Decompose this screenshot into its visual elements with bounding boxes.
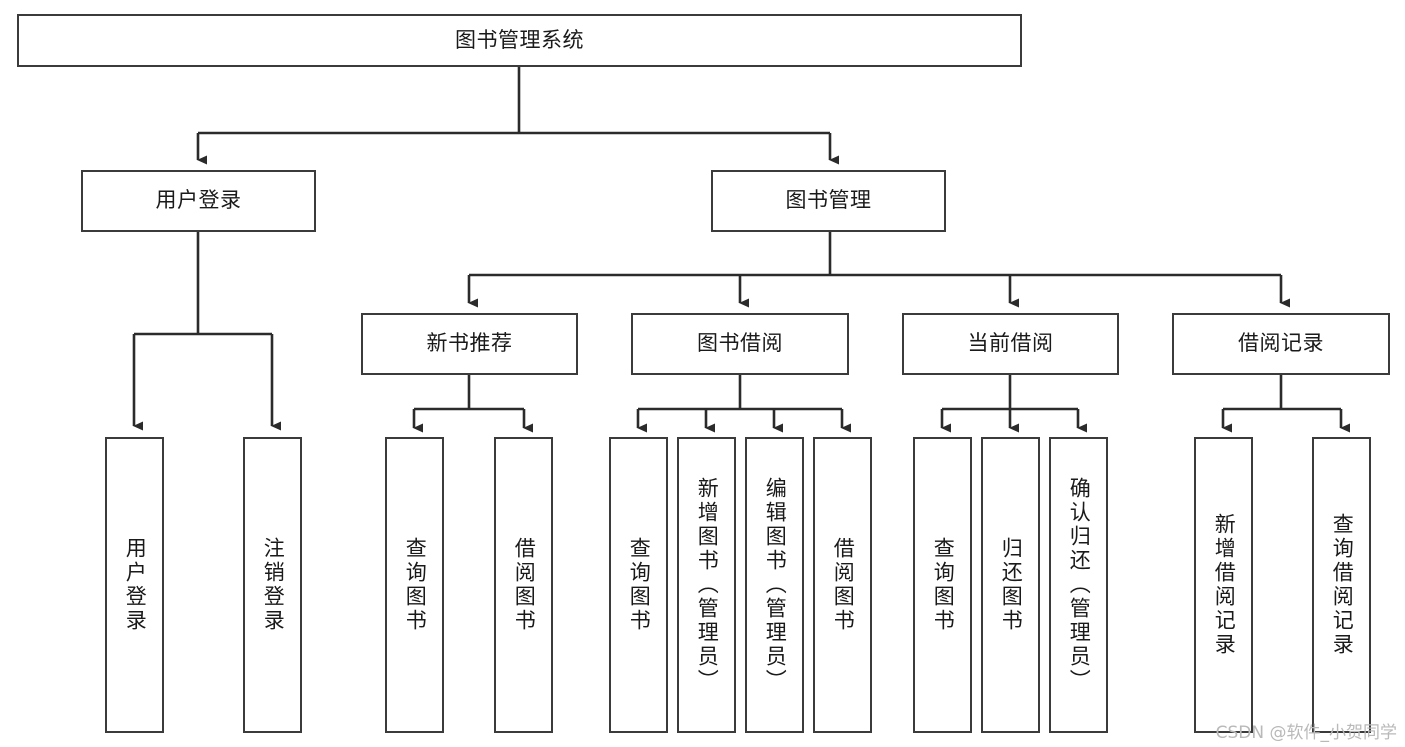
leaf-user-login-label: 用户登录 (123, 537, 148, 633)
leaf-user-login[interactable]: 用户登录 (105, 437, 164, 733)
leaf-confirm-return-admin[interactable]: 确认归还（管理员） (1049, 437, 1108, 733)
node-current-borrow-label: 当前借阅 (967, 331, 1054, 356)
node-current-borrow[interactable]: 当前借阅 (902, 313, 1119, 375)
node-borrow-record-label: 借阅记录 (1238, 331, 1324, 356)
leaf-logout-label: 注销登录 (261, 537, 286, 633)
leaf-query-book-recommend-label: 查询图书 (403, 537, 428, 633)
node-borrow-record[interactable]: 借阅记录 (1172, 313, 1390, 375)
node-book-management-label: 图书管理 (785, 188, 872, 213)
leaf-query-book-recommend[interactable]: 查询图书 (385, 437, 444, 733)
node-user-login-label: 用户登录 (155, 188, 242, 213)
node-root-label: 图书管理系统 (455, 27, 584, 52)
leaf-return-book-label: 归还图书 (999, 537, 1024, 633)
leaf-query-book-current[interactable]: 查询图书 (913, 437, 972, 733)
leaf-query-book-borrow-label: 查询图书 (627, 537, 652, 633)
leaf-add-borrow-record-label: 新增借阅记录 (1212, 513, 1237, 657)
node-new-book-recommend[interactable]: 新书推荐 (361, 313, 578, 375)
leaf-add-book-admin-label: 新增图书（管理员） (695, 477, 720, 693)
leaf-borrow-book[interactable]: 借阅图书 (813, 437, 872, 733)
node-book-borrow-label: 图书借阅 (697, 331, 783, 356)
leaf-return-book[interactable]: 归还图书 (981, 437, 1040, 733)
leaf-edit-book-admin-label: 编辑图书（管理员） (763, 477, 788, 693)
leaf-add-book-admin[interactable]: 新增图书（管理员） (677, 437, 736, 733)
watermark: CSDN @软件_小贺同学 (1215, 723, 1397, 743)
node-book-management[interactable]: 图书管理 (711, 170, 946, 232)
node-new-book-recommend-label: 新书推荐 (426, 331, 513, 356)
leaf-query-borrow-record-label: 查询借阅记录 (1330, 513, 1355, 657)
leaf-borrow-book-label: 借阅图书 (831, 537, 856, 633)
leaf-edit-book-admin[interactable]: 编辑图书（管理员） (745, 437, 804, 733)
leaf-query-book-current-label: 查询图书 (931, 537, 956, 633)
leaf-query-borrow-record[interactable]: 查询借阅记录 (1312, 437, 1371, 733)
leaf-logout[interactable]: 注销登录 (243, 437, 302, 733)
leaf-confirm-return-admin-label: 确认归还（管理员） (1067, 477, 1092, 693)
node-root[interactable]: 图书管理系统 (17, 14, 1022, 67)
node-book-borrow[interactable]: 图书借阅 (631, 313, 849, 375)
leaf-borrow-book-recommend-label: 借阅图书 (512, 537, 537, 633)
leaf-query-book-borrow[interactable]: 查询图书 (609, 437, 668, 733)
leaf-add-borrow-record[interactable]: 新增借阅记录 (1194, 437, 1253, 733)
leaf-borrow-book-recommend[interactable]: 借阅图书 (494, 437, 553, 733)
node-user-login[interactable]: 用户登录 (81, 170, 316, 232)
